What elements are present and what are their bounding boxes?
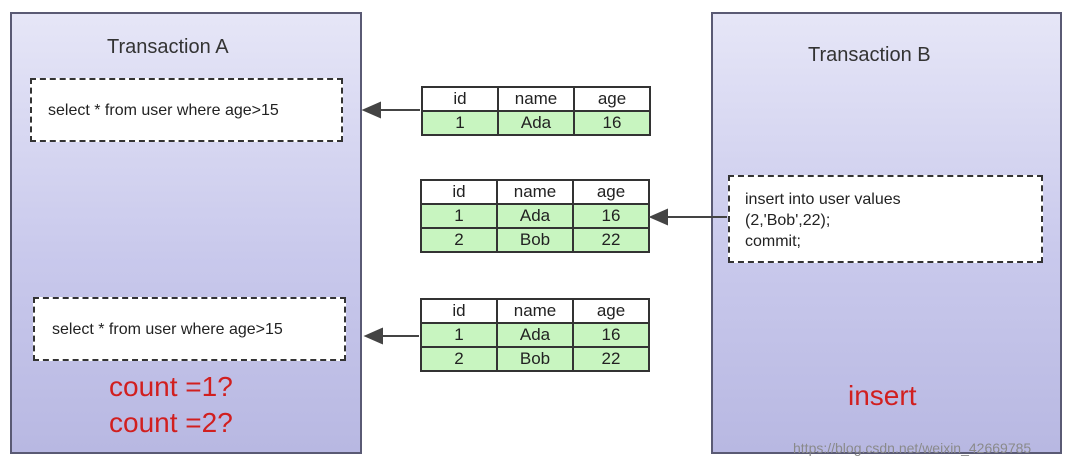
cell-id: 1 [420, 322, 498, 348]
header-name: name [497, 86, 575, 112]
cell-name: Bob [496, 346, 574, 372]
cell-id: 1 [421, 110, 499, 136]
header-name: name [496, 179, 574, 205]
header-age: age [572, 179, 650, 205]
cell-age: 16 [573, 110, 651, 136]
cell-name: Ada [497, 110, 575, 136]
header-id: id [421, 86, 499, 112]
insert-label: insert [848, 380, 917, 411]
transaction-a-query-2: select * from user where age>15 [33, 297, 346, 361]
result-table-2: id name age 1 Ada 16 2 Bob 22 [420, 179, 650, 253]
transaction-b-statement: insert into user values (2,'Bob',22); co… [728, 175, 1043, 263]
result-table-1: id name age 1 Ada 16 [421, 86, 651, 136]
transaction-a-query-1: select * from user where age>15 [30, 78, 343, 142]
cell-age: 16 [572, 203, 650, 229]
arrowhead-left-icon [361, 101, 381, 119]
cell-age: 22 [572, 227, 650, 253]
cell-age: 22 [572, 346, 650, 372]
cell-id: 2 [420, 346, 498, 372]
cell-id: 2 [420, 227, 498, 253]
transaction-a-panel: Transaction A select * from user where a… [10, 12, 362, 454]
statement-line-3: commit; [745, 233, 801, 250]
cell-name: Bob [496, 227, 574, 253]
table-row: 1 Ada 16 [420, 322, 650, 348]
statement-line-1: insert into user values [745, 191, 901, 208]
cell-id: 1 [420, 203, 498, 229]
table-row: 1 Ada 16 [421, 110, 651, 136]
header-age: age [572, 298, 650, 324]
transaction-a-title: Transaction A [107, 36, 229, 58]
cell-name: Ada [496, 203, 574, 229]
table-header-row: id name age [420, 298, 650, 324]
result-table-3: id name age 1 Ada 16 2 Bob 22 [420, 298, 650, 372]
transaction-b-panel: Transaction B insert into user values (2… [711, 12, 1062, 454]
count-question-1: count =1? [109, 371, 233, 402]
header-id: id [420, 298, 498, 324]
header-age: age [573, 86, 651, 112]
statement-line-2: (2,'Bob',22); [745, 212, 831, 229]
count-question-2: count =2? [109, 407, 233, 438]
table-header-row: id name age [421, 86, 651, 112]
table-row: 2 Bob 22 [420, 227, 650, 253]
arrowhead-left-icon [648, 208, 668, 226]
header-name: name [496, 298, 574, 324]
table-header-row: id name age [420, 179, 650, 205]
arrowhead-left-icon [363, 327, 383, 345]
cell-age: 16 [572, 322, 650, 348]
cell-name: Ada [496, 322, 574, 348]
transaction-b-title: Transaction B [808, 44, 931, 66]
watermark-text: https://blog.csdn.net/weixin_42669785 [793, 440, 1032, 456]
header-id: id [420, 179, 498, 205]
table-row: 1 Ada 16 [420, 203, 650, 229]
table-row: 2 Bob 22 [420, 346, 650, 372]
